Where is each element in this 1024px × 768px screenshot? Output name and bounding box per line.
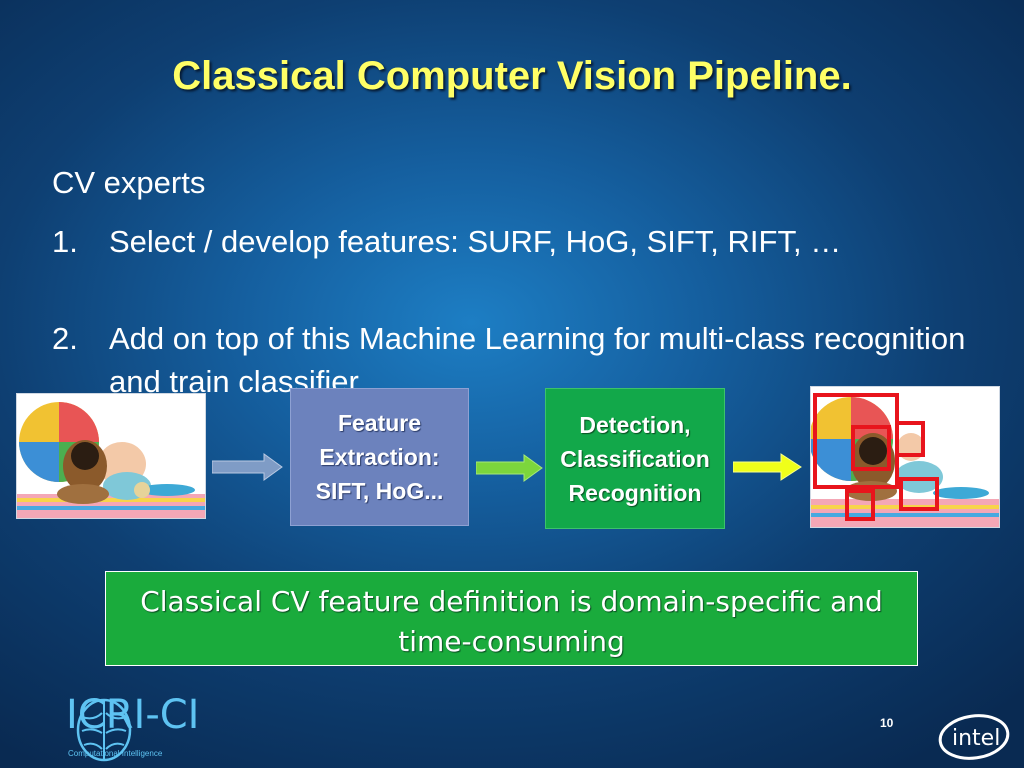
feature-box-line: Extraction: (319, 444, 440, 470)
slide-title: Classical Computer Vision Pipeline. (172, 54, 852, 98)
brand-name: ICRI-CI (66, 692, 200, 738)
detection-box-line: Recognition (568, 479, 702, 506)
page-number: 10 (880, 716, 894, 730)
arrow-right-icon (733, 453, 802, 481)
input-photo-illustration (17, 394, 205, 518)
list-item: 2. Add on top of this Machine Learning f… (52, 317, 972, 403)
list-text: Add on top of this Machine Learning for … (109, 321, 966, 399)
feature-box-line: Feature (337, 410, 422, 436)
output-image (810, 386, 1000, 528)
intel-logo-text: intel (952, 726, 1000, 751)
detection-frame (845, 489, 875, 521)
arrow-right-icon (476, 454, 543, 482)
list-number: 1. (52, 224, 78, 259)
intel-logo-icon: intel (938, 714, 1010, 760)
input-image (16, 393, 206, 519)
detection-box-line: Classification (560, 445, 710, 472)
summary-note: Classical CV feature definition is domai… (105, 571, 918, 666)
list-number: 2. (52, 321, 78, 356)
detection-frame (851, 425, 891, 471)
slide-heading: CV experts (52, 165, 206, 200)
arrow-right-icon (212, 453, 283, 481)
detection-classification-box: Detection, Classification Recognition (545, 388, 725, 529)
detection-frame (899, 477, 939, 511)
output-photo-illustration (811, 387, 999, 527)
feature-extraction-box: Feature Extraction: SIFT, HoG... (290, 388, 469, 526)
detection-box-line: Detection, (579, 411, 691, 438)
feature-box-line: SIFT, HoG... (315, 478, 444, 504)
list-item: 1. Select / develop features: SURF, HoG,… (52, 220, 972, 263)
list-text: Select / develop features: SURF, HoG, SI… (109, 224, 842, 259)
brand-subtitle: Computational Intelligence (68, 749, 163, 758)
brain-logo-icon (76, 698, 132, 762)
detection-frame (895, 421, 925, 457)
